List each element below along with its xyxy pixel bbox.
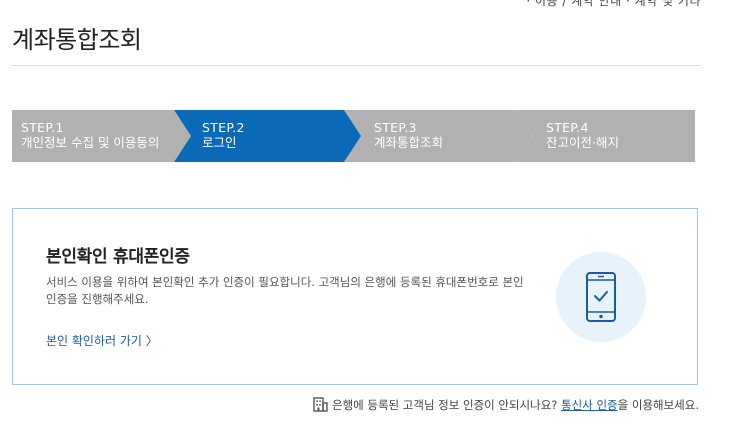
phone-auth-card: 본인확인 휴대폰인증 서비스 이용을 위하여 본인확인 추가 인증이 필요합니다… (12, 208, 698, 385)
card-title: 본인확인 휴대폰인증 (46, 247, 190, 267)
step-2: STEP.2 로그인 (174, 110, 364, 162)
step-4-chevron-shape (516, 110, 695, 162)
step-3-label: 계좌통합조회 (374, 135, 444, 150)
footer-pre-text: 은행에 등록된 고객님 정보 인증이 안되시나요? (332, 398, 558, 412)
bank-building-icon (313, 397, 328, 415)
step-3: STEP.3 계좌통합조회 (344, 110, 534, 162)
step-1: STEP.1 개인정보 수집 및 이용동의 (12, 110, 192, 162)
step-3-chevron-shape (344, 110, 533, 162)
carrier-auth-link[interactable]: 통신사 인증 (561, 398, 618, 412)
step-progress: STEP.1 개인정보 수집 및 이용동의 STEP.2 로그인 STEP.3 … (12, 110, 695, 162)
title-divider (12, 65, 700, 66)
step-4: STEP.4 잔고이전·해지 (516, 110, 695, 162)
step-1-number: STEP.1 (21, 120, 64, 135)
page-title: 계좌통합조회 (12, 26, 142, 54)
step-1-chevron-shape (12, 110, 191, 162)
footer-post-text: 을 이용해보세요. (617, 398, 699, 412)
step-4-label: 잔고이전·해지 (546, 135, 619, 150)
step-2-number: STEP.2 (202, 120, 245, 135)
verify-identity-link[interactable]: 본인 확인하러 가기 〉 (46, 334, 158, 348)
step-4-number: STEP.4 (546, 120, 589, 135)
step-1-label: 개인정보 수집 및 이용동의 (21, 135, 160, 150)
step-2-chevron-shape (174, 110, 362, 162)
carrier-auth-note: 은행에 등록된 고객님 정보 인증이 안되시나요? 통신사 인증을 이용해보세요… (313, 397, 699, 415)
step-2-label: 로그인 (202, 135, 237, 150)
phone-check-icon (556, 252, 646, 342)
step-3-number: STEP.3 (374, 120, 417, 135)
card-description: 서비스 이용을 위하여 본인확인 추가 인증이 필요합니다. 고객님의 은행에 … (46, 275, 524, 306)
top-utility-text: · 이용 / 계약 안내 · 계약 및 기타 (526, 0, 701, 8)
